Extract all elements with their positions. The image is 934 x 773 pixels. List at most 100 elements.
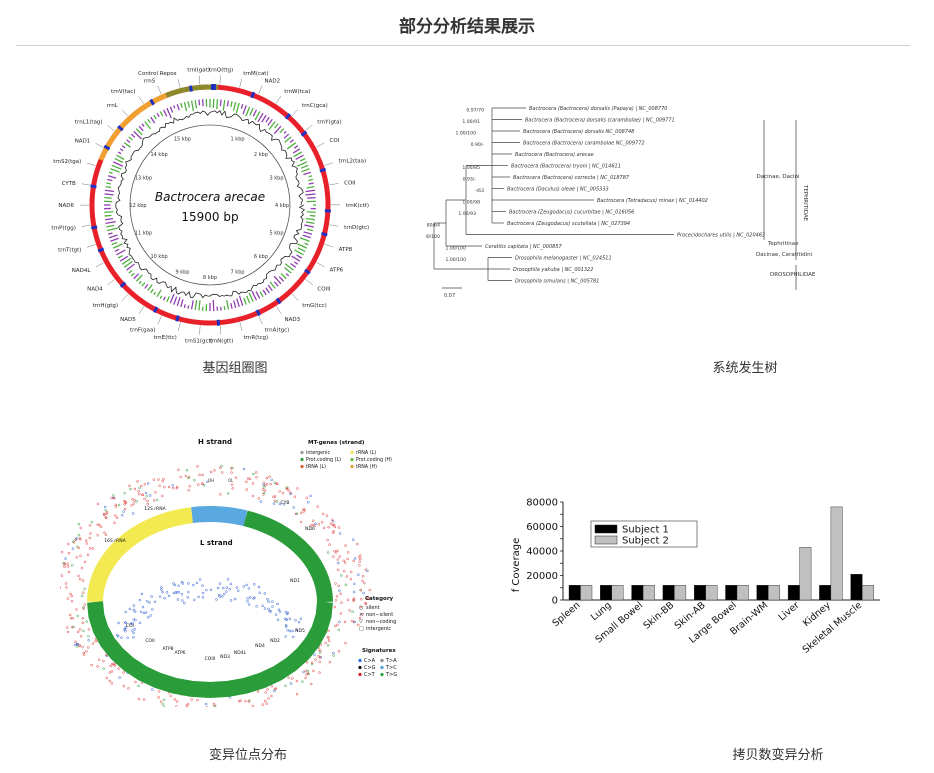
gc-skew-bar <box>306 185 315 189</box>
variant-mark <box>230 467 233 470</box>
variant-mark <box>299 617 303 621</box>
variant-mark <box>338 555 342 558</box>
gc-skew-bar <box>278 276 285 282</box>
variant-mark <box>311 523 315 527</box>
gene-label-leader <box>81 224 91 227</box>
gene-label: trnQ(ttg) <box>209 67 233 73</box>
legend-swatch <box>350 457 354 462</box>
variant-mark <box>65 586 68 589</box>
taxon-label: Bactrocera (Zeugodacus) cucurbitae | NC_… <box>509 210 634 216</box>
gc-skew-bar <box>262 289 267 296</box>
variant-mark <box>87 628 91 631</box>
variant-mark <box>212 702 216 706</box>
variant-mark <box>234 476 238 479</box>
variant-mark <box>228 587 232 591</box>
variant-mark <box>82 651 86 655</box>
variant-mark <box>122 510 125 513</box>
variant-mark <box>64 582 68 585</box>
trna-tick <box>97 247 105 253</box>
gene-label: trnH(gtg) <box>93 303 118 309</box>
gc-skew-bar <box>104 217 114 221</box>
variant-mark <box>160 588 163 591</box>
gene-segment-label: D-LOOP <box>201 493 219 499</box>
scale-label: 0.07 <box>444 293 455 299</box>
variant-mark <box>157 478 160 481</box>
variant-mark <box>285 487 289 491</box>
variant-mark <box>334 582 337 585</box>
gc-skew-bar <box>303 231 313 235</box>
gc-skew-bar <box>114 157 124 164</box>
variant-mark <box>326 644 330 647</box>
support-value: 1.00/100 <box>455 131 476 137</box>
gene-label-leader <box>199 325 201 335</box>
variant-mark <box>148 601 151 604</box>
variant-mark <box>128 484 131 488</box>
variant-mark <box>118 676 121 679</box>
gc-skew-bar <box>121 145 126 149</box>
variant-mark <box>219 493 222 496</box>
kbp-label: 5 kbp <box>270 231 284 237</box>
variant-mark <box>246 597 249 600</box>
gc-skew-bar <box>128 270 133 274</box>
gc-skew-bar <box>141 123 145 127</box>
variant-mark <box>216 586 220 590</box>
variant-mark <box>124 610 127 614</box>
variant-mark <box>337 526 341 529</box>
gene-label-leader <box>291 293 299 301</box>
variant-mark <box>230 483 234 486</box>
variant-mark <box>289 492 292 496</box>
trna-tick <box>90 184 97 189</box>
variant-mark <box>67 551 71 555</box>
x-tick-label: Liver <box>777 600 802 623</box>
gc-skew-bar <box>166 296 170 303</box>
variant-mark <box>96 523 99 526</box>
support-value: 1.00/100 <box>445 257 466 263</box>
gc-skew-bar <box>108 171 113 174</box>
gc-skew-bar <box>226 300 230 310</box>
variant-mark <box>326 551 330 554</box>
variant-mark <box>229 582 233 586</box>
gc-skew-bar <box>111 241 118 246</box>
gene-label-leader <box>95 262 104 268</box>
trna-tick <box>321 231 328 237</box>
gc-skew-bar <box>269 281 276 289</box>
variant-mark <box>258 591 261 595</box>
kbp-label: 14 kbp <box>150 152 167 158</box>
variant-mark <box>270 694 273 698</box>
variant-mark <box>60 586 61 589</box>
variant-mark <box>350 619 354 623</box>
gc-skew-bar <box>299 237 310 242</box>
category-label: silent <box>366 605 380 611</box>
variant-mark <box>309 494 312 498</box>
variant-mark <box>81 579 85 582</box>
variant-mark <box>251 482 255 485</box>
variant-mark <box>167 594 171 598</box>
gene-label: trnV(tac) <box>111 89 135 95</box>
legend-label: Prot.coding (H) <box>356 457 392 463</box>
kbp-label: 12 kbp <box>129 203 146 209</box>
gc-skew-bar <box>107 232 113 235</box>
gene-label-leader <box>107 279 115 286</box>
origin-label: OH <box>208 478 214 483</box>
taxon-label: Bactrocera (Daculus) oleae | NC_005333 <box>507 187 609 193</box>
variant-mark <box>288 617 292 621</box>
variant-mark <box>273 689 276 693</box>
variant-mark <box>256 690 260 693</box>
gene-label-leader <box>177 322 181 332</box>
variant-mark <box>353 557 357 560</box>
support-value: 0.93/- <box>463 177 477 183</box>
variant-mark <box>193 598 196 602</box>
variant-mark <box>71 547 75 550</box>
variant-mark <box>77 523 81 526</box>
variant-mark <box>288 629 292 633</box>
gene-label: COI <box>330 138 340 144</box>
variant-mark <box>252 597 255 600</box>
variant-mark <box>124 501 128 505</box>
variant-mark <box>198 578 202 581</box>
gc-skew-bar <box>117 254 123 259</box>
gene-segment-label: 16S rRNA <box>104 538 126 544</box>
gc-skew-bar <box>305 217 316 221</box>
variant-mark <box>192 583 195 587</box>
gc-skew-bar <box>251 290 258 301</box>
